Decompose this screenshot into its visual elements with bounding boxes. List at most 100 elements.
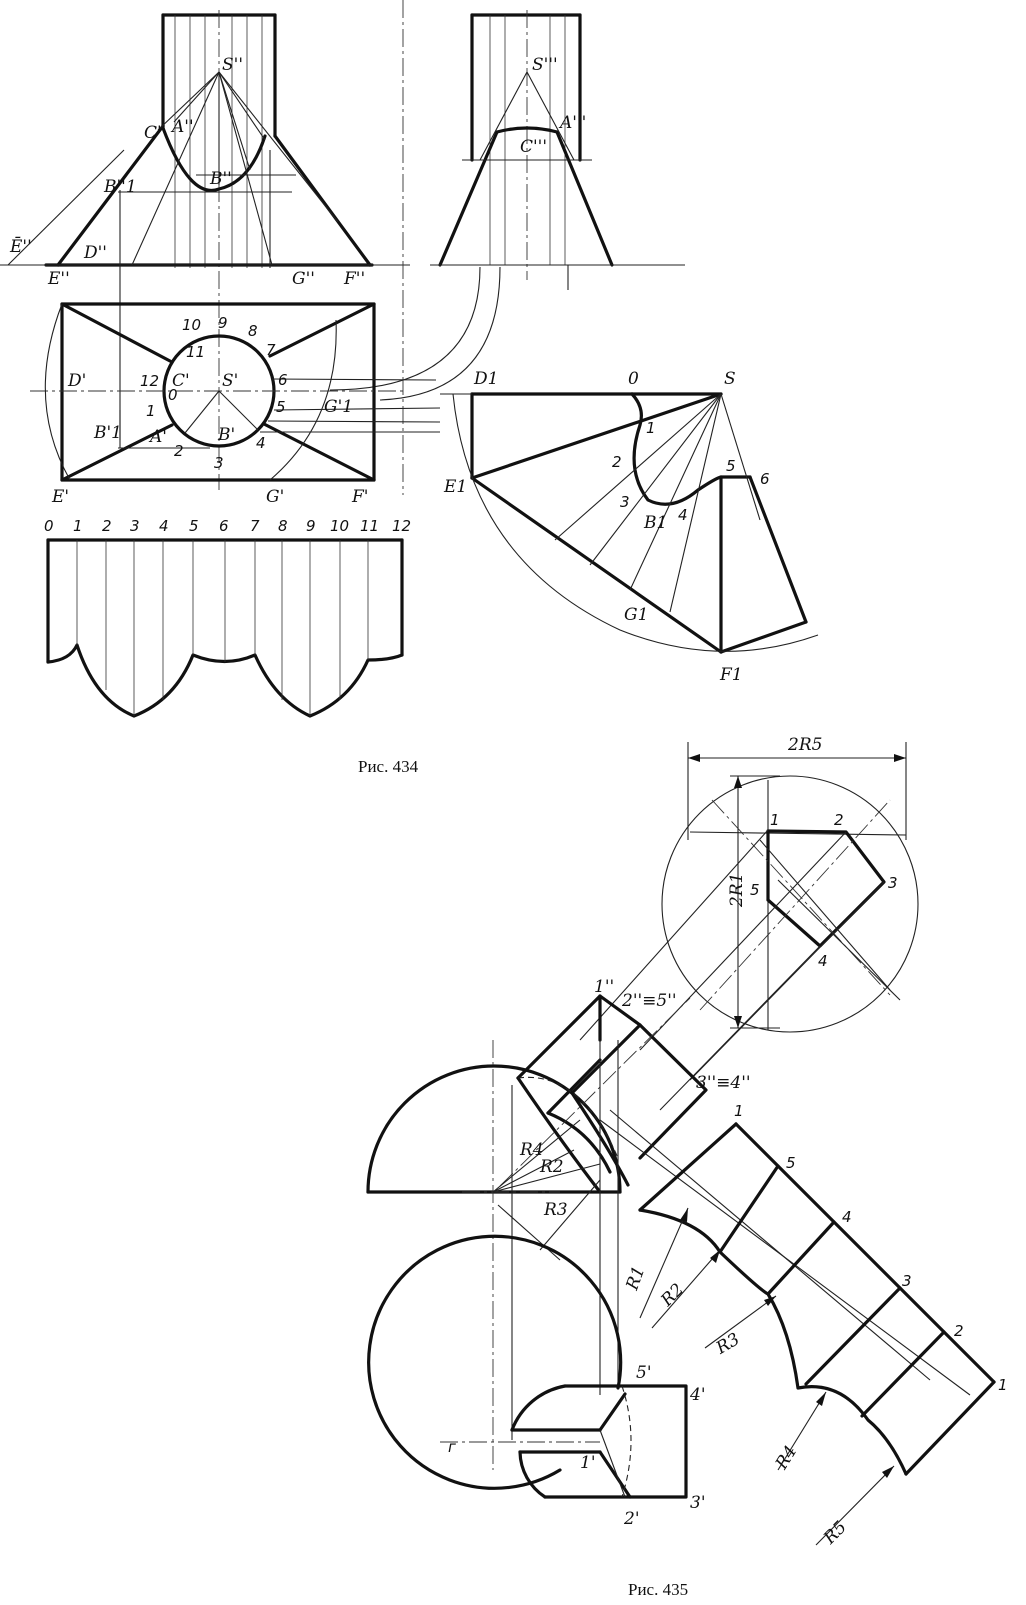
strip-num-3: 3 (130, 517, 140, 535)
label-5-dev: 5 (726, 457, 736, 475)
circle-num-10: 10 (182, 316, 201, 334)
dev-num-2: 2 (954, 1322, 964, 1340)
label-g-top: G' (266, 487, 284, 507)
label-0-dev: 0 (628, 369, 639, 389)
circle-num-1: 1 (146, 402, 156, 420)
figure-435: 2R5 2R1 1 2 3 4 5 (366, 735, 1008, 1599)
dim-2r1: 2R1 (727, 873, 747, 908)
strip-num-10: 10 (330, 517, 349, 535)
label-c-top: C' (172, 371, 190, 391)
label-f-top: F' (351, 487, 368, 507)
strip-num-11: 11 (360, 517, 379, 535)
section-num-2: 2 (834, 811, 844, 829)
strip-num-1: 1 (73, 517, 83, 535)
strip-num-12: 12 (392, 517, 411, 535)
svg-text:г: г (448, 1438, 456, 1456)
top-label-5: 5' (636, 1363, 652, 1383)
label-ebar-front: Ē'' (9, 236, 32, 257)
strip-num-6: 6 (219, 517, 229, 535)
dim-2r5: 2R5 (787, 735, 822, 755)
radius-r5: R5 (819, 1517, 851, 1549)
label-b-top: B' (217, 425, 235, 445)
label-e-top: E' (51, 487, 69, 507)
label-g1-dev: G1 (624, 605, 648, 625)
front-view-435: R4 R2 R3 1'' 2''≡5'' 3''≡4'' (366, 977, 971, 1470)
label-d1-dev: D1 (473, 369, 498, 389)
radius-r3: R3 (712, 1329, 743, 1359)
circle-num-11: 11 (186, 343, 205, 361)
label-g1-top: G'1 (324, 397, 353, 417)
label-b-front: B'' (209, 169, 232, 189)
label-c-front: C'' (144, 123, 166, 143)
label-s-front: S'' (222, 55, 243, 75)
front-radius-r4: R4 (519, 1140, 544, 1160)
section-view: 2R5 2R1 1 2 3 4 5 (661, 735, 919, 1033)
label-6-dev: 6 (760, 470, 770, 488)
strip-num-9: 9 (306, 517, 316, 535)
label-s-dev: S (724, 369, 736, 389)
cylinder-development: 0 1 2 3 4 5 6 7 8 9 10 11 12 (44, 517, 411, 718)
radius-r1: R1 (622, 1264, 649, 1294)
caption-fig-434: Рис. 434 (358, 757, 419, 776)
label-b1-front: B''1 (103, 177, 137, 197)
label-s-side: S''' (532, 55, 558, 75)
label-c-side: C''' (520, 137, 547, 157)
section-num-3: 3 (888, 874, 898, 892)
circle-num-3: 3 (214, 454, 224, 472)
dev-num-3: 3 (902, 1272, 912, 1290)
label-d-front: D'' (83, 243, 107, 263)
strip-num-2: 2 (102, 517, 112, 535)
label-a-front: A'' (170, 117, 194, 137)
label-f-front: F'' (343, 269, 365, 289)
label-f1-dev: F1 (719, 665, 743, 685)
label-s-top: S' (222, 371, 238, 391)
circle-num-4: 4 (256, 434, 266, 452)
circle-num-2: 2 (174, 442, 184, 460)
caption-fig-435: Рис. 435 (628, 1580, 688, 1599)
top-label-4: 4' (689, 1385, 706, 1405)
circle-num-0: 0 (168, 386, 178, 404)
top-label-2: 2' (623, 1509, 640, 1529)
front-view: S'' C'' A'' B'' B''1 D'' E'' Ē'' G'' F'' (0, 10, 410, 490)
top-label-3: 3' (690, 1493, 706, 1513)
front-label-1: 1'' (594, 977, 614, 997)
figure-434: S'' C'' A'' B'' B''1 D'' E'' Ē'' G'' F''… (0, 0, 819, 776)
circle-num-7: 7 (266, 341, 276, 359)
strip-num-4: 4 (159, 517, 169, 535)
label-b1-top: B'1 (93, 423, 122, 443)
front-radius-r2: R2 (539, 1157, 564, 1177)
label-4-dev: 4 (678, 506, 688, 524)
front-radius-r3: R3 (543, 1200, 568, 1220)
section-num-4: 4 (818, 952, 828, 970)
label-1-dev: 1 (646, 419, 656, 437)
top-view-435: г 5' 4' 1' 2' 3' (367, 1234, 706, 1529)
circle-num-9: 9 (218, 314, 228, 332)
label-e1-dev: E1 (443, 477, 467, 497)
radius-r4: R4 (771, 1442, 801, 1473)
top-view: D' C' S' A' B' B'1 G'1 G' E' F' 0 1 2 3 … (30, 302, 441, 507)
section-num-5: 5 (750, 881, 760, 899)
strip-num-7: 7 (250, 517, 260, 535)
circle-num-12: 12 (140, 372, 159, 390)
label-d-top: D' (67, 371, 86, 391)
label-2-dev: 2 (612, 453, 622, 471)
label-g-front: G'' (292, 269, 315, 289)
pyramid-development: D1 0 S 1 2 3 4 5 6 B1 E1 G1 F1 (440, 369, 819, 685)
circle-num-6: 6 (278, 371, 288, 389)
label-e-front: E'' (47, 269, 70, 289)
label-b1-dev: B1 (643, 513, 667, 533)
dev-num-4: 4 (842, 1208, 852, 1226)
strip-num-0: 0 (44, 517, 54, 535)
strip-num-8: 8 (278, 517, 288, 535)
strip-num-5: 5 (189, 517, 199, 535)
dev-num-1b: 1 (998, 1376, 1008, 1394)
label-3-dev: 3 (620, 493, 630, 511)
front-label-3-4: 3''≡4'' (696, 1073, 751, 1093)
circle-num-8: 8 (248, 322, 258, 340)
dev-num-1a: 1 (734, 1102, 744, 1120)
section-num-1: 1 (770, 811, 780, 829)
side-view: S''' A''' C''' (430, 10, 685, 290)
circle-num-5: 5 (276, 398, 286, 416)
front-label-2-5: 2''≡5'' (621, 991, 677, 1011)
